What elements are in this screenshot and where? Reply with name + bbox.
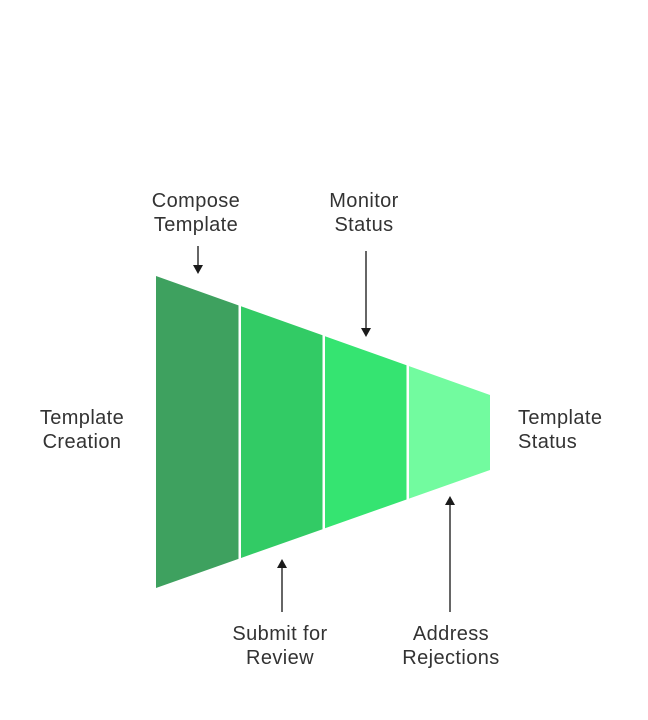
annotation-arrows xyxy=(193,246,455,612)
label-line: Template xyxy=(39,407,125,429)
annotation-line: Compose xyxy=(151,190,241,212)
annotation-line: Monitor xyxy=(329,190,399,212)
annotation-line: Template xyxy=(153,214,239,236)
annotation-submit-for-review: Submit for Review xyxy=(180,622,380,670)
funnel-input-label-template-creation: Template Creation xyxy=(2,406,162,454)
annotation-line: Status xyxy=(334,214,394,236)
compose-template-arrow-down-icon xyxy=(193,246,203,274)
annotation-line: Submit for xyxy=(232,623,328,645)
annotation-address-rejections: Address Rejections xyxy=(351,622,551,670)
annotation-compose-template: Compose Template xyxy=(96,189,296,237)
funnel-stage-1 xyxy=(156,276,239,588)
label-line: Status xyxy=(518,431,578,453)
annotation-line: Address xyxy=(412,623,490,645)
annotation-monitor-status: Monitor Status xyxy=(264,189,464,237)
label-line: Template xyxy=(518,407,603,429)
submit-for-review-arrow-up-icon xyxy=(277,559,287,612)
funnel-shape xyxy=(156,276,490,588)
funnel-stage-3 xyxy=(325,336,407,529)
annotation-line: Review xyxy=(246,647,314,669)
funnel-output-label-template-status: Template Status xyxy=(518,406,648,454)
monitor-status-arrow-down-icon xyxy=(361,251,371,337)
address-rejections-arrow-up-icon xyxy=(445,496,455,612)
annotation-line: Rejections xyxy=(402,647,500,669)
funnel-stage-4 xyxy=(409,366,490,499)
funnel-stage-2 xyxy=(241,306,323,558)
label-line: Creation xyxy=(42,431,122,453)
